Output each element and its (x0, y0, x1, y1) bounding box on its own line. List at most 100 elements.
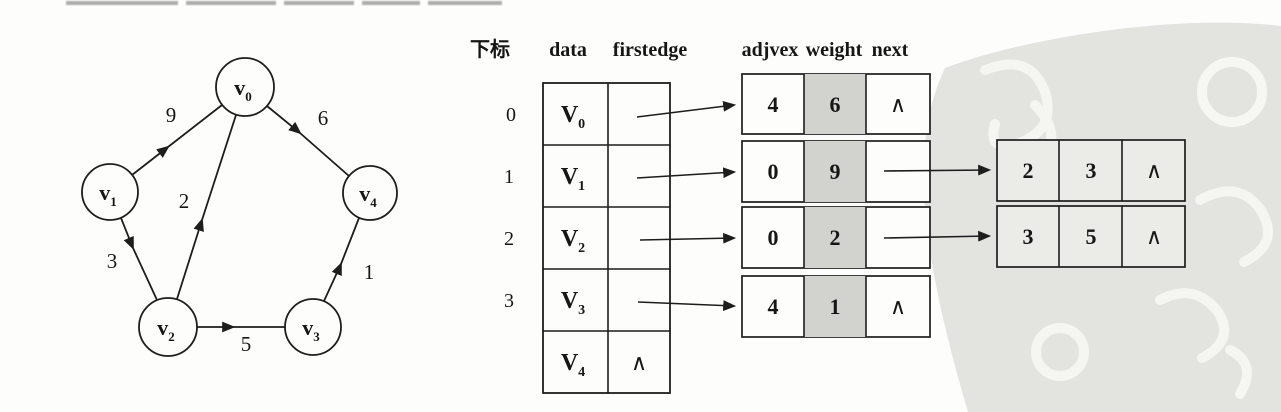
graph-edge-v0-v4 (266, 105, 350, 177)
adjvex-value: 0 (768, 159, 779, 184)
edge-node: 2 3 ∧ (996, 139, 1186, 202)
data-cell-subscript: 4 (578, 365, 585, 380)
header-weight: weight (806, 39, 863, 61)
header-firstedge: firstedge (613, 39, 688, 61)
graph-edge-v3-v4 (323, 217, 360, 302)
svg-text:v4: v4 (359, 181, 377, 210)
weight-value: 9 (830, 159, 841, 184)
vertex-circle (215, 57, 275, 117)
weight-value: 3 (1086, 158, 1097, 183)
adjvex-value: 4 (768, 92, 779, 117)
watermark-squiggle (1225, 345, 1253, 399)
pointer-arrow (639, 232, 737, 244)
edge-node: 4 6 ∧ (741, 73, 931, 135)
adjvex-value: 0 (768, 225, 779, 250)
header-index: 下标 (470, 38, 510, 61)
edge-node-list-level1: 4 6 ∧ 0 9 0 2 4 1 (741, 73, 931, 338)
cropped-text-artifact (66, 1, 502, 5)
data-cell-label: V (561, 102, 579, 128)
vertex-label: v (359, 181, 370, 206)
edge-weight-label: 9 (166, 103, 177, 127)
header-adjvex: adjvex (742, 39, 799, 61)
vertex-circle (81, 163, 139, 221)
pointer-arrow (636, 167, 737, 179)
graph-edge-v1-v2 (120, 217, 158, 301)
watermark-ring (1031, 323, 1089, 381)
data-cell-label: V (561, 350, 579, 376)
data-cell-label: V (561, 164, 579, 190)
index-value: 1 (504, 166, 514, 188)
vertex-circle (138, 297, 198, 357)
vertex-node-v4: v4 (342, 165, 398, 221)
next-null-symbol: ∧ (890, 294, 906, 319)
weight-cell-shaded (804, 276, 866, 337)
header-next: next (872, 39, 909, 61)
index-value: 3 (504, 290, 514, 312)
pointer-arrow (637, 300, 737, 311)
edge-node-list-level2: 2 3 ∧ 3 5 ∧ (996, 139, 1186, 268)
index-value: 0 (506, 104, 516, 126)
table-header-row: 下标 data firstedge adjvex weight next (470, 38, 909, 61)
vertex-node-v3: v3 (284, 298, 342, 356)
vertex-label: v (157, 315, 168, 340)
edge-weight-label: 5 (241, 332, 252, 356)
header-data: data (549, 39, 587, 61)
vertex-label-subscript: 4 (370, 195, 377, 210)
watermark-ring (1197, 57, 1267, 127)
weight-cell-shaded (804, 207, 866, 268)
adjvex-value: 2 (1023, 158, 1034, 183)
weight-value: 2 (830, 225, 841, 250)
vertex-label: v (99, 180, 110, 205)
vertex-label: v (234, 75, 245, 100)
svg-text:v0: v0 (234, 75, 252, 104)
svg-text:V2: V2 (561, 226, 585, 256)
vertex-label-subscript: 0 (245, 89, 252, 104)
weight-value: 5 (1086, 224, 1097, 249)
edge-weight-label: 2 (179, 189, 190, 213)
data-cell-subscript: 1 (578, 179, 585, 194)
svg-text:V0: V0 (561, 102, 585, 132)
edge-weight-label: 6 (318, 106, 329, 130)
svg-text:V4: V4 (561, 350, 585, 380)
next-null-symbol: ∧ (1146, 224, 1162, 249)
edge-weight-label: 3 (107, 249, 118, 273)
pointer-arrow (883, 164, 992, 176)
weight-cell-shaded (804, 141, 866, 202)
vertex-node-v0: v0 (215, 57, 275, 117)
vertex-label-subscript: 1 (110, 194, 117, 209)
svg-text:v1: v1 (99, 180, 117, 209)
vertex-label: v (302, 315, 313, 340)
index-column: 0 1 2 3 (504, 104, 516, 312)
watermark-squiggle (1195, 186, 1273, 267)
vertex-table: V0 V1 V2 V3 V4 ∧ (542, 82, 671, 394)
adjvex-value: 3 (1023, 224, 1034, 249)
data-cell-label: V (561, 288, 579, 314)
data-cell-subscript: 2 (578, 241, 585, 256)
weight-value: 6 (830, 92, 841, 117)
adjvex-value: 4 (768, 294, 779, 319)
vertex-label-subscript: 3 (313, 329, 320, 344)
graph-edge-v2-v0 (176, 114, 237, 300)
next-pointer-arrows (883, 164, 992, 242)
edge-weight-label: 1 (364, 260, 375, 284)
pointer-arrow (636, 100, 737, 118)
svg-text:V3: V3 (561, 288, 585, 318)
directed-graph: 9 6 2 3 5 1 v0 v1 v2 (81, 57, 398, 357)
vertex-circle (342, 165, 398, 221)
edge-node: 3 5 ∧ (996, 205, 1186, 268)
next-null-symbol: ∧ (1146, 158, 1162, 183)
data-cell-label: V (561, 226, 579, 252)
firstedge-pointer-arrows (636, 100, 737, 311)
vertex-node-v2: v2 (138, 297, 198, 357)
edge-node: 4 1 ∧ (741, 275, 931, 338)
weight-value: 1 (830, 294, 841, 319)
svg-text:V1: V1 (561, 164, 585, 194)
svg-text:v2: v2 (157, 315, 175, 344)
edge-node: 0 2 (741, 206, 931, 269)
data-cell-subscript: 3 (578, 303, 585, 318)
graph-edge-v1-v0 (131, 104, 223, 176)
weight-cell-shaded (804, 74, 866, 134)
data-cell-subscript: 0 (578, 117, 585, 132)
vertex-label-subscript: 2 (168, 329, 175, 344)
